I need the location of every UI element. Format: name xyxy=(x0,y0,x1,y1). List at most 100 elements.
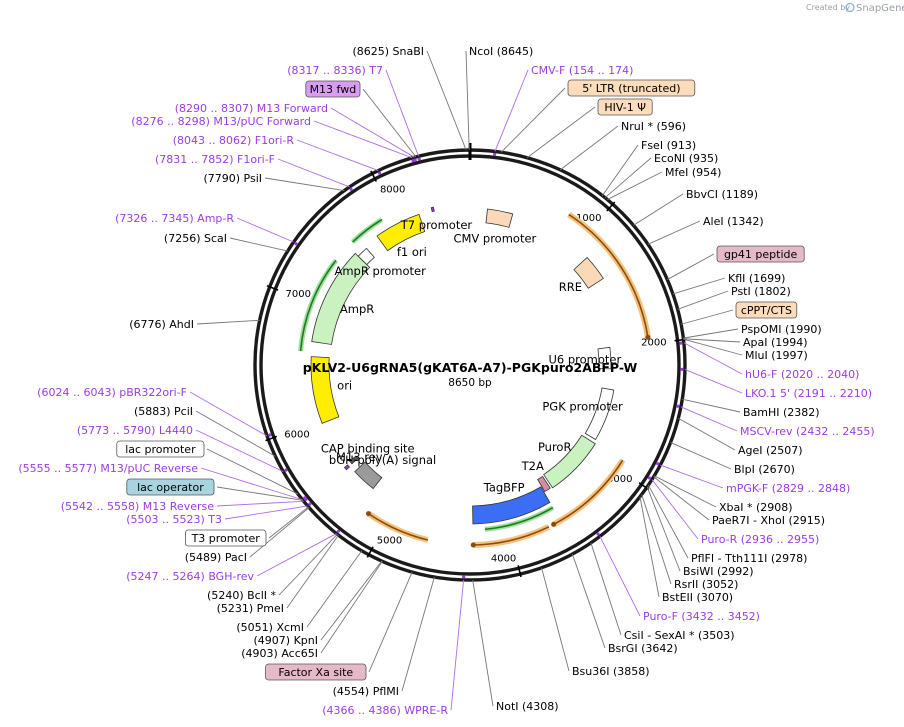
site-label-xbai: XbaI * (2908) xyxy=(719,501,793,514)
feature-label-rre: RRE xyxy=(559,280,582,294)
feature-box-m13-fwd xyxy=(305,80,361,98)
leader-line xyxy=(385,69,419,157)
tick-label: 1000 xyxy=(576,213,601,224)
site-label-csii-sexai: CsiI - SexAI * (3503) xyxy=(624,629,735,642)
primer-site-mark xyxy=(462,575,466,579)
tick-label: 4000 xyxy=(491,554,516,565)
leader-line xyxy=(653,476,710,521)
site-label-t3: (5503 .. 5523) T3 xyxy=(126,513,222,526)
tick-mark xyxy=(517,565,522,578)
site-label-hu6-f: hU6-F (2020 .. 2040) xyxy=(745,368,859,381)
tick-label: 8000 xyxy=(380,185,405,196)
primer-site-mark xyxy=(268,433,272,437)
leader-line xyxy=(196,319,260,325)
site-label-snabi: (8625) SnaBI xyxy=(352,45,424,58)
primer-site-mark xyxy=(377,171,382,175)
leader-line xyxy=(526,106,596,159)
site-label-bamhi: BamHI (2382) xyxy=(743,406,820,419)
site-label-bsrgi: BsrGI (3642) xyxy=(608,642,678,655)
site-label-mpgk-f: mPGK-F (2829 .. 2848) xyxy=(726,482,850,495)
leader-line xyxy=(678,417,736,451)
feature-box-label-factor-xa-site: Factor Xa site xyxy=(278,666,353,679)
leader-line xyxy=(256,533,337,577)
feature-rre xyxy=(573,256,604,289)
feature-arc-highlight xyxy=(473,524,551,548)
primer-site-mark xyxy=(679,341,683,345)
primer-site-mark xyxy=(676,404,680,408)
feature-t2a xyxy=(537,475,551,493)
site-label-m13-forward: (8290 .. 8307) M13 Forward xyxy=(175,102,328,115)
feature-label-tagbfp: TagBFP xyxy=(483,480,525,494)
feature-box-label-lac-operator: lac operator xyxy=(137,481,204,494)
feature-box-cppt-cts xyxy=(735,301,798,319)
site-label-pcii: (5883) PciI xyxy=(134,405,193,418)
site-label-lko-1-5: LKO.1 5' (2191 .. 2210) xyxy=(745,387,872,400)
feature-pgk-promoter xyxy=(584,387,615,441)
leader-line xyxy=(472,579,494,707)
feature-box-lac-promoter xyxy=(116,440,205,458)
leader-line xyxy=(286,534,339,609)
site-label-kpni: (4907) KpnI xyxy=(254,634,319,647)
leader-line xyxy=(647,220,701,245)
feature-m13-rev xyxy=(343,464,351,471)
leader-line xyxy=(646,486,681,572)
feature-box-label-hiv-1: HIV-1 Ψ xyxy=(604,101,646,114)
leader-line xyxy=(680,406,738,432)
label-leader-lines xyxy=(189,50,743,711)
leader-line xyxy=(494,69,529,152)
site-label-bsteii: BstEII (3070) xyxy=(662,591,733,604)
site-label-pflmi: (4554) PflMI xyxy=(333,685,399,698)
primer-site-mark xyxy=(284,468,288,472)
leader-line xyxy=(660,464,724,489)
primer-site-mark xyxy=(413,158,417,162)
leader-line xyxy=(599,536,641,617)
leader-line xyxy=(683,338,741,343)
site-label-paci: (5489) PacI xyxy=(185,551,247,564)
site-label-kfli: KflI (1699) xyxy=(728,272,785,285)
primer-site-mark xyxy=(349,187,353,192)
tick-mark xyxy=(266,284,279,291)
leader-line xyxy=(277,158,350,188)
site-label-scai: (7256) ScaI xyxy=(164,232,227,245)
plasmid-name: pKLV2-U6gRNA5(gKAT6A-A7)-PGKpuro2ABFP-W xyxy=(303,360,638,375)
leader-line xyxy=(683,338,743,356)
feature-label-ampr: AmpR xyxy=(340,302,374,316)
leader-line xyxy=(216,500,304,507)
feature-arc xyxy=(553,459,624,526)
snapgene-logo-icon: SnapGene xyxy=(845,2,904,14)
tick-label: 3000 xyxy=(607,474,632,485)
leader-line xyxy=(680,309,734,325)
primer-site-mark xyxy=(294,242,298,246)
feature-label-ori: ori xyxy=(337,378,352,392)
tick-mark xyxy=(265,435,278,442)
site-label-pspomi: PspOMI (1990) xyxy=(741,323,822,336)
primer-site-mark xyxy=(680,367,684,371)
feature-box-label-cppt-cts: cPPT/CTS xyxy=(741,304,792,317)
leader-line xyxy=(559,125,619,171)
feature-cmv-promoter xyxy=(485,208,514,228)
feature-f1-ori xyxy=(376,213,426,252)
feature-arc xyxy=(299,259,337,352)
leader-line xyxy=(647,484,689,559)
leader-line xyxy=(320,560,383,641)
leader-line xyxy=(224,505,308,520)
tick-mark xyxy=(370,170,378,182)
leader-line xyxy=(426,50,467,151)
feature-arc xyxy=(568,213,649,338)
leader-line xyxy=(604,157,652,199)
site-label-ahdi: (6776) AhdI xyxy=(129,318,194,331)
site-label-pflfi-tth111i: PflFI - Tth111I (2978) xyxy=(691,552,807,565)
tick-mark xyxy=(638,482,650,491)
leader-line xyxy=(362,88,417,158)
feature-box-5-ltr xyxy=(567,79,696,97)
site-label-wpre-r: (4366 .. 4386) WPRE-R xyxy=(322,704,448,717)
leader-line xyxy=(590,542,622,636)
leader-line xyxy=(607,171,663,200)
feature-box-label-lac-promoter: lac promoter xyxy=(125,443,196,456)
feature-ori xyxy=(310,356,340,424)
site-label-m13-puc-forward: (8276 .. 8298) M13/pUC Forward xyxy=(131,115,311,128)
site-label-bbvci: BbvCI (1189) xyxy=(686,188,758,201)
site-label-cmv-f: CMV-F (154 .. 174) xyxy=(531,64,633,77)
